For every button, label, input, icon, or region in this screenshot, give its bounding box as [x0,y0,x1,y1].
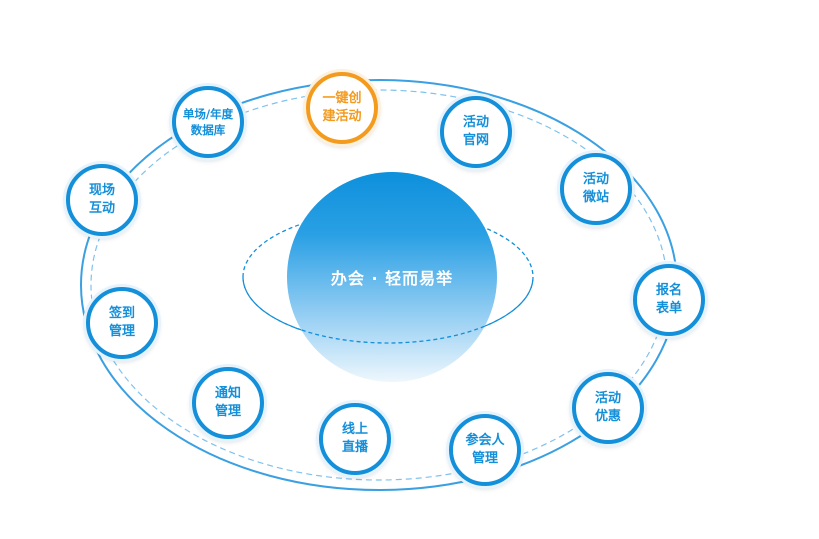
node-venue-database[interactable]: 单场/年度 数据库 [172,86,244,158]
node-onsite-interaction[interactable]: 现场 互动 [66,164,138,236]
node-event-microsite[interactable]: 活动 微站 [560,153,632,225]
node-notification-management-label: 通知 管理 [214,386,241,419]
node-onsite-interaction-label: 现场 互动 [88,183,115,216]
node-attendee-management-label: 参会人 管理 [465,433,505,466]
center-planet: 办会 · 轻而易举 [287,172,497,382]
center-title: 办会 · 轻而易举 [330,269,454,288]
node-live-stream[interactable]: 线上 直播 [319,403,391,475]
node-registration-form[interactable]: 报名 表单 [633,264,705,336]
node-venue-database-label: 单场/年度 数据库 [182,107,234,137]
node-event-microsite-label: 活动 微站 [582,172,609,205]
node-checkin-management-label: 签到 管理 [108,306,135,339]
node-create-event[interactable]: 一键创 建活动 [306,72,378,144]
node-event-website[interactable]: 活动 官网 [440,96,512,168]
node-event-discount-label: 活动 优惠 [594,391,621,424]
node-checkin-management[interactable]: 签到 管理 [86,287,158,359]
node-registration-form-label: 报名 表单 [655,283,682,316]
node-attendee-management[interactable]: 参会人 管理 [449,414,521,486]
node-create-event-label: 一键创 建活动 [322,91,362,124]
node-event-website-label: 活动 官网 [462,115,489,148]
node-live-stream-label: 线上 直播 [341,422,368,455]
node-event-discount[interactable]: 活动 优惠 [572,372,644,444]
node-notification-management[interactable]: 通知 管理 [192,367,264,439]
